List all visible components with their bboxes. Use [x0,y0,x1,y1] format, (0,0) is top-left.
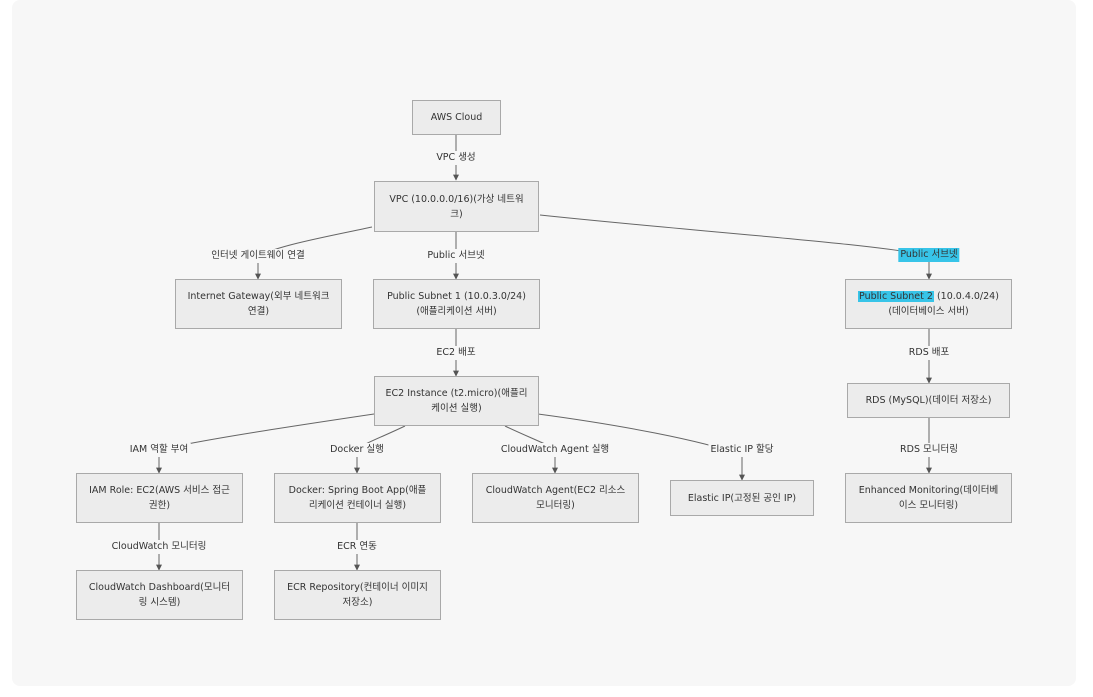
node-ecr-repository-label: ECR Repository(컨테이너 이미지 저장소) [287,582,428,608]
node-internet-gateway-label: Internet Gateway(외부 네트워크 연결) [187,291,330,317]
edge-label-eip-assign: Elastic IP 할당 [708,443,776,457]
node-ec2-instance-label: EC2 Instance (t2.micro)(애플리케이션 실행) [385,388,528,414]
node-vpc-label: VPC (10.0.0.0/16)(가상 네트워크) [389,193,524,220]
edge-vpc-subnet2 [539,214,932,280]
node-iam-role: IAM Role: EC2(AWS 서비스 접근 권한) [76,473,243,523]
edge-label-docker-run: Docker 실행 [328,443,386,457]
node-public-subnet-2-rest: (10.0.4.0/24)(데이터베이스 서버) [888,291,999,317]
edge-label-public-subnet-1: Public 서브넷 [425,249,487,263]
node-public-subnet-1-label: Public Subnet 1 (10.0.3.0/24)(애플리케이션 서버) [387,291,526,317]
edge-label-igw-connect: 인터넷 게이트웨이 연결 [209,249,307,263]
edge-label-iam-assign: IAM 역할 부여 [127,443,191,457]
node-iam-role-label: IAM Role: EC2(AWS 서비스 접근 권한) [89,485,230,511]
edge-label-rds-monitor: RDS 모니터링 [898,443,960,457]
edge-label-ec2-deploy: EC2 배포 [434,346,478,360]
node-vpc: VPC (10.0.0.0/16)(가상 네트워크) [374,181,539,232]
node-elastic-ip: Elastic IP(고정된 공인 IP) [670,480,814,516]
node-aws-cloud-label: AWS Cloud [430,112,483,123]
node-docker: Docker: Spring Boot App(애플리케이션 컨테이너 실행) [274,473,441,523]
node-internet-gateway: Internet Gateway(외부 네트워크 연결) [175,279,342,329]
edge-label-vpc-create: VPC 생성 [434,151,478,165]
node-ec2-instance: EC2 Instance (t2.micro)(애플리케이션 실행) [374,376,539,426]
node-cloudwatch-dashboard: CloudWatch Dashboard(모니터링 시스템) [76,570,243,620]
node-cloudwatch-agent-label: CloudWatch Agent(EC2 리소스 모니터링) [485,485,626,511]
node-enhanced-monitoring: Enhanced Monitoring(데이터베이스 모니터링) [845,473,1012,523]
node-public-subnet-2-text: Public Subnet 2 (10.0.4.0/24)(데이터베이스 서버) [856,289,1001,319]
edge-label-public-subnet-2: Public 서브넷 [898,248,960,262]
node-ecr-repository: ECR Repository(컨테이너 이미지 저장소) [274,570,441,620]
node-public-subnet-1: Public Subnet 1 (10.0.3.0/24)(애플리케이션 서버) [373,279,540,329]
node-elastic-ip-label: Elastic IP(고정된 공인 IP) [687,492,797,504]
edge-label-cw-agent-run: CloudWatch Agent 실행 [498,443,612,457]
node-public-subnet-2: Public Subnet 2 (10.0.4.0/24)(데이터베이스 서버) [845,279,1012,329]
node-enhanced-monitoring-label: Enhanced Monitoring(데이터베이스 모니터링) [858,485,999,511]
node-public-subnet-2-highlight: Public Subnet 2 [858,291,934,302]
node-rds: RDS (MySQL)(데이터 저장소) [847,383,1010,418]
node-cloudwatch-agent: CloudWatch Agent(EC2 리소스 모니터링) [472,473,639,523]
edge-label-cw-monitor: CloudWatch 모니터링 [109,540,209,554]
node-docker-label: Docker: Spring Boot App(애플리케이션 컨테이너 실행) [288,485,427,511]
node-rds-label: RDS (MySQL)(데이터 저장소) [865,395,992,406]
edge-label-rds-deploy: RDS 배포 [906,346,952,360]
node-cloudwatch-dashboard-label: CloudWatch Dashboard(모니터링 시스템) [88,582,231,608]
edge-label-ecr-link: ECR 연동 [335,540,379,554]
node-aws-cloud: AWS Cloud [412,100,501,135]
